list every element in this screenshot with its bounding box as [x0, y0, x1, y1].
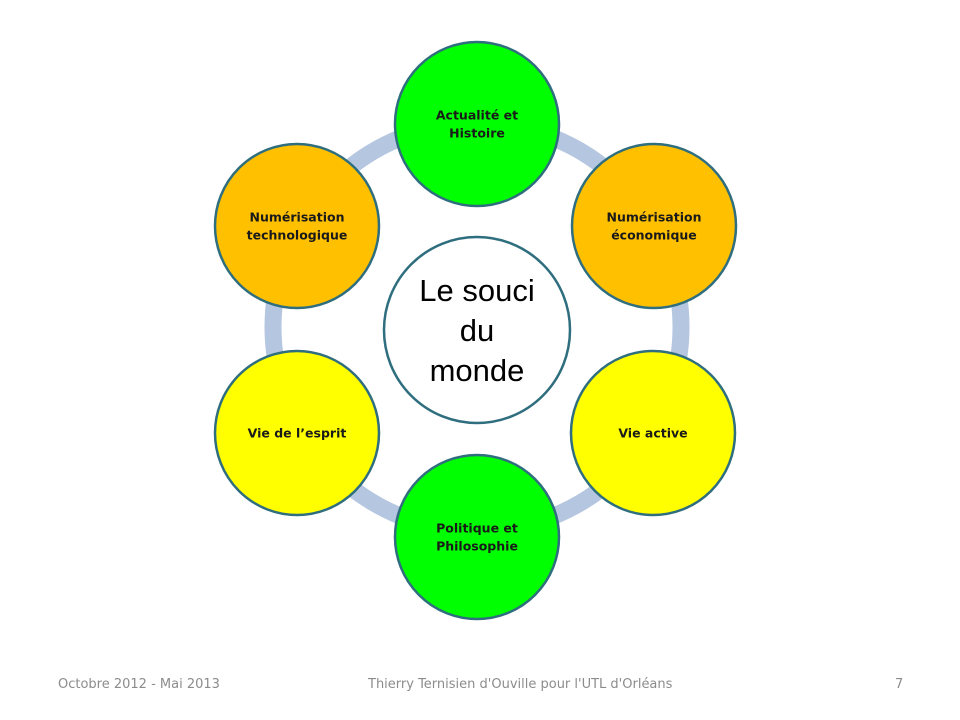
- node-numerisation-technologique: Numérisation technologique: [213, 142, 381, 310]
- footer-author: Thierry Ternisien d'Ouville pour l'UTL d…: [368, 677, 673, 692]
- node-label-line: Numérisation: [250, 210, 345, 225]
- node-vie-esprit: Vie de l’esprit: [213, 349, 381, 517]
- footer-date: Octobre 2012 - Mai 2013: [58, 677, 220, 692]
- node-label: Actualité et Histoire: [436, 108, 518, 141]
- node-label: Vie active: [618, 426, 687, 441]
- node-label-line: Numérisation: [607, 210, 702, 225]
- node-circle: [393, 453, 561, 621]
- center-circle: [382, 235, 572, 425]
- node-label-line: Vie de l’esprit: [248, 426, 347, 441]
- node-label: Numérisation technologique: [247, 210, 348, 243]
- node-circle: [393, 40, 561, 208]
- center-label: Le souci du monde: [419, 273, 534, 388]
- footer-page-number: 7: [895, 677, 904, 692]
- node-label-line: technologique: [247, 228, 348, 243]
- node-politique-philosophie: Politique et Philosophie: [393, 453, 561, 621]
- node-label: Politique et Philosophie: [436, 521, 518, 554]
- node-actualite-histoire: Actualité et Histoire: [393, 40, 561, 208]
- node-circle: [213, 142, 381, 310]
- center-label-line: monde: [430, 353, 525, 388]
- node-circle: [570, 142, 738, 310]
- node-label-line: Histoire: [449, 126, 505, 141]
- center-node: Le souci du monde: [382, 235, 572, 425]
- node-label-line: Philosophie: [436, 539, 518, 554]
- node-label: Numérisation économique: [607, 210, 702, 243]
- node-label: Vie de l’esprit: [248, 426, 347, 441]
- node-label-line: Politique et: [436, 521, 518, 536]
- node-label-line: Vie active: [618, 426, 687, 441]
- center-label-line: Le souci: [419, 273, 534, 308]
- node-label-line: économique: [611, 228, 697, 243]
- center-label-line: du: [460, 313, 494, 348]
- node-vie-active: Vie active: [569, 349, 737, 517]
- node-label-line: Actualité et: [436, 108, 518, 123]
- node-numerisation-economique: Numérisation économique: [570, 142, 738, 310]
- node-circle: [213, 349, 381, 517]
- node-circle: [569, 349, 737, 517]
